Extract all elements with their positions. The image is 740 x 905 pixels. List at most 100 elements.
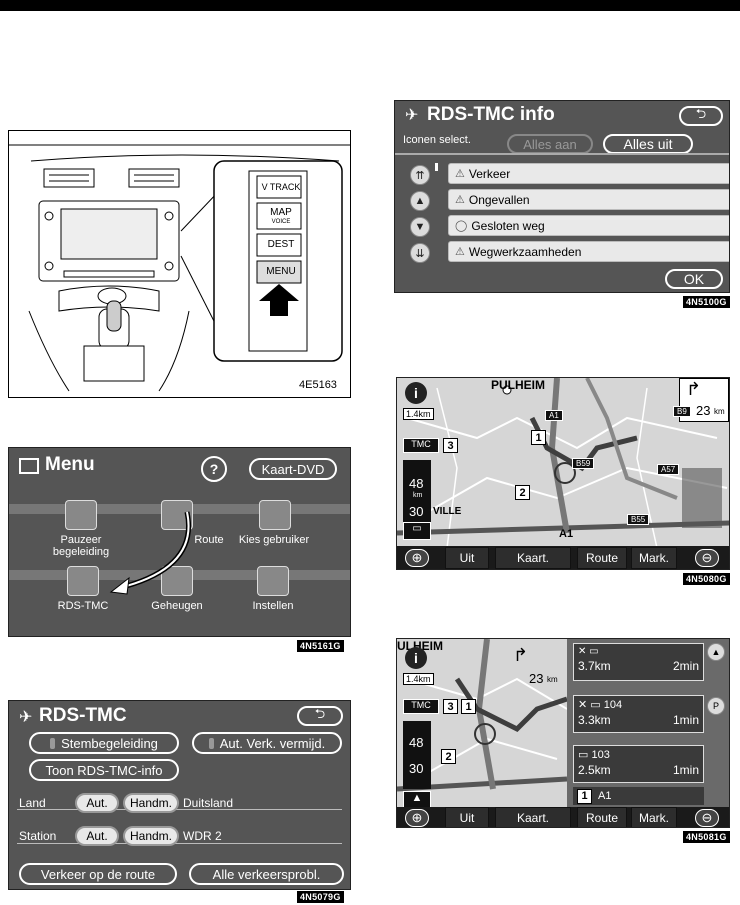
map2-callout-3: 3 [443,699,458,714]
turn-item[interactable]: ✕ ▭ 104 3.3km 1min [573,695,704,733]
map2-zoom-out-button[interactable]: ⊖ [695,809,719,827]
uit-label: Uit [459,551,475,565]
pointer-arrow [109,511,191,595]
menu-item-pauzeer[interactable]: Pauzeer begeleiding [52,534,110,558]
road-sign-a57: A57 [657,464,680,475]
station-handm-button[interactable]: Handm. [123,826,179,846]
zoom-out-button[interactable]: ⊖ [695,549,719,567]
callout-1: 1 [531,430,546,445]
header-rule [0,0,740,11]
verkeer-route-label: Verkeer op de route [40,866,156,882]
mark-button[interactable]: Mark. [631,547,677,569]
page-up-button[interactable]: ⇈ [410,165,430,185]
back-button[interactable]: ⮌ [297,706,343,726]
map2-speed-panel: 48 30 [403,721,431,789]
current-road-bar: 1 A1 [573,787,704,805]
list-item-gesloten-weg[interactable]: ◯ Gesloten weg [448,215,729,236]
turn-list-scroll-up[interactable]: ▲ [707,643,725,661]
info-icon[interactable]: i [405,382,427,404]
map2-callout-1: 1 [461,699,476,714]
station-aut-button[interactable]: Aut. [75,826,119,846]
route-button[interactable]: Route [577,547,627,569]
menu-item-route[interactable]: Route [194,534,224,546]
map2-figure-code: 4N5081G [683,831,730,843]
route-label: Route [585,551,619,565]
list-top-divider [395,153,729,155]
map2-scale: 1.4km [403,673,434,685]
map2-speed-value-2: 30 [409,761,424,776]
help-button[interactable]: ? [201,456,227,482]
road-sign-a1: A1 [545,410,563,421]
voice-label: VOICE [271,219,291,225]
land-handm-button[interactable]: Handm. [123,793,179,813]
map2-mark-button[interactable]: Mark. [631,807,677,827]
speed-value-1: 48 [409,476,424,491]
aut-verk-vermijd-button[interactable]: Aut. Verk. vermijd. [192,732,342,754]
kaart-dvd-label: Kaart-DVD [261,461,325,477]
current-road-callout: 1 [577,788,592,804]
turn-item-row: 2.5km 1min [574,763,703,777]
map-view-button[interactable]: ▭ [403,522,431,540]
menu-item-kies-gebruiker[interactable]: Kies gebruiker [238,534,310,546]
scroll-down-button[interactable]: ▼ [410,217,430,237]
rds-tmc-info-title: RDS-TMC info [427,104,555,125]
land-label: Land [19,796,46,810]
turn-item-row: 3.7km 2min [574,659,703,673]
alles-uit-button[interactable]: Alles uit [603,134,693,154]
alles-aan-button[interactable]: Alles aan [507,134,593,154]
place-pulheim: PULHEIM [491,378,545,392]
road-sign-b59: B59 [572,458,595,469]
road-sign-b55: B55 [627,514,650,525]
rds-tmc-icon: ✈ [19,709,33,726]
station-label: Station [19,829,57,843]
map2-mark-label: Mark. [639,811,669,825]
list-item-verkeer[interactable]: ⚠ Verkeer [448,163,729,184]
turn-list-p-button[interactable]: P [707,697,725,715]
vtrack-button[interactable]: V TRACK [261,182,301,192]
map2-uit-button[interactable]: Uit [445,807,489,827]
toon-rds-tmc-info-button[interactable]: Toon RDS-TMC-info [29,759,179,781]
turn-item-road: 103 [591,749,610,761]
map2-north-icon[interactable]: ▲ [403,791,431,809]
rds-tmc-info-figure-code: 4N5100G [683,296,730,308]
rds-tmc-title: RDS-TMC [39,705,127,726]
kaart-button[interactable]: Kaart. [495,547,571,569]
menu-figure-code: 4N5161G [297,640,344,652]
uit-button[interactable]: Uit [445,547,489,569]
turn-item-time: 1min [672,713,699,727]
map2-route-button[interactable]: Route [577,807,627,827]
turn-item[interactable]: ▭ 103 2.5km 1min [573,745,704,783]
kaart-dvd-button[interactable]: Kaart-DVD [249,458,337,480]
ok-button[interactable]: OK [665,269,723,289]
map-screen-2: ULHEIM i 1.4km ↱ 23 km TMC 3 1 2 48 30 ▲… [396,638,730,828]
alle-verkeersprobl-button[interactable]: Alle verkeersprobl. [189,863,344,885]
menu-item-geheugen[interactable]: Geheugen [151,600,203,612]
stembegeleiding-button[interactable]: Stembegeleiding [29,732,179,754]
turn-item-time: 1min [672,763,699,777]
list-item-ongevallen[interactable]: ⚠ Ongevallen [448,189,729,210]
menu-item-instellen[interactable]: Instellen [252,600,294,612]
aut-verk-led [208,737,214,749]
list-item-wegwerkzaamheden[interactable]: ⚠ Wegwerkzaamheden [448,241,729,262]
map2-info-icon[interactable]: i [405,647,427,669]
menu-hardware-button[interactable]: MENU [266,266,296,277]
scroll-up-button[interactable]: ▲ [410,191,430,211]
stembegeleiding-led [50,737,56,749]
menu-item-rds-tmc[interactable]: RDS-TMC [57,600,109,612]
land-aut-button[interactable]: Aut. [75,793,119,813]
turn-item[interactable]: ✕ ▭ 3.7km 2min [573,643,704,681]
map2-zoom-in-button[interactable]: ⊕ [405,809,429,827]
map2-kaart-button[interactable]: Kaart. [495,807,571,827]
map-button[interactable]: MAP [270,207,292,218]
page-down-button[interactable]: ⇊ [410,243,430,263]
info-back-button[interactable]: ⮌ [679,106,723,126]
dest-button[interactable]: DEST [267,239,295,250]
zoom-in-button[interactable]: ⊕ [405,549,429,567]
station-underline [17,843,342,844]
verkeer-op-de-route-button[interactable]: Verkeer op de route [19,863,177,885]
ok-label: OK [683,271,705,287]
land-handm-label: Handm. [129,796,173,810]
toon-info-label: Toon RDS-TMC-info [45,762,163,778]
figure-code: 4E5163 [299,379,337,391]
warning-icon: ⚠ [455,168,465,180]
